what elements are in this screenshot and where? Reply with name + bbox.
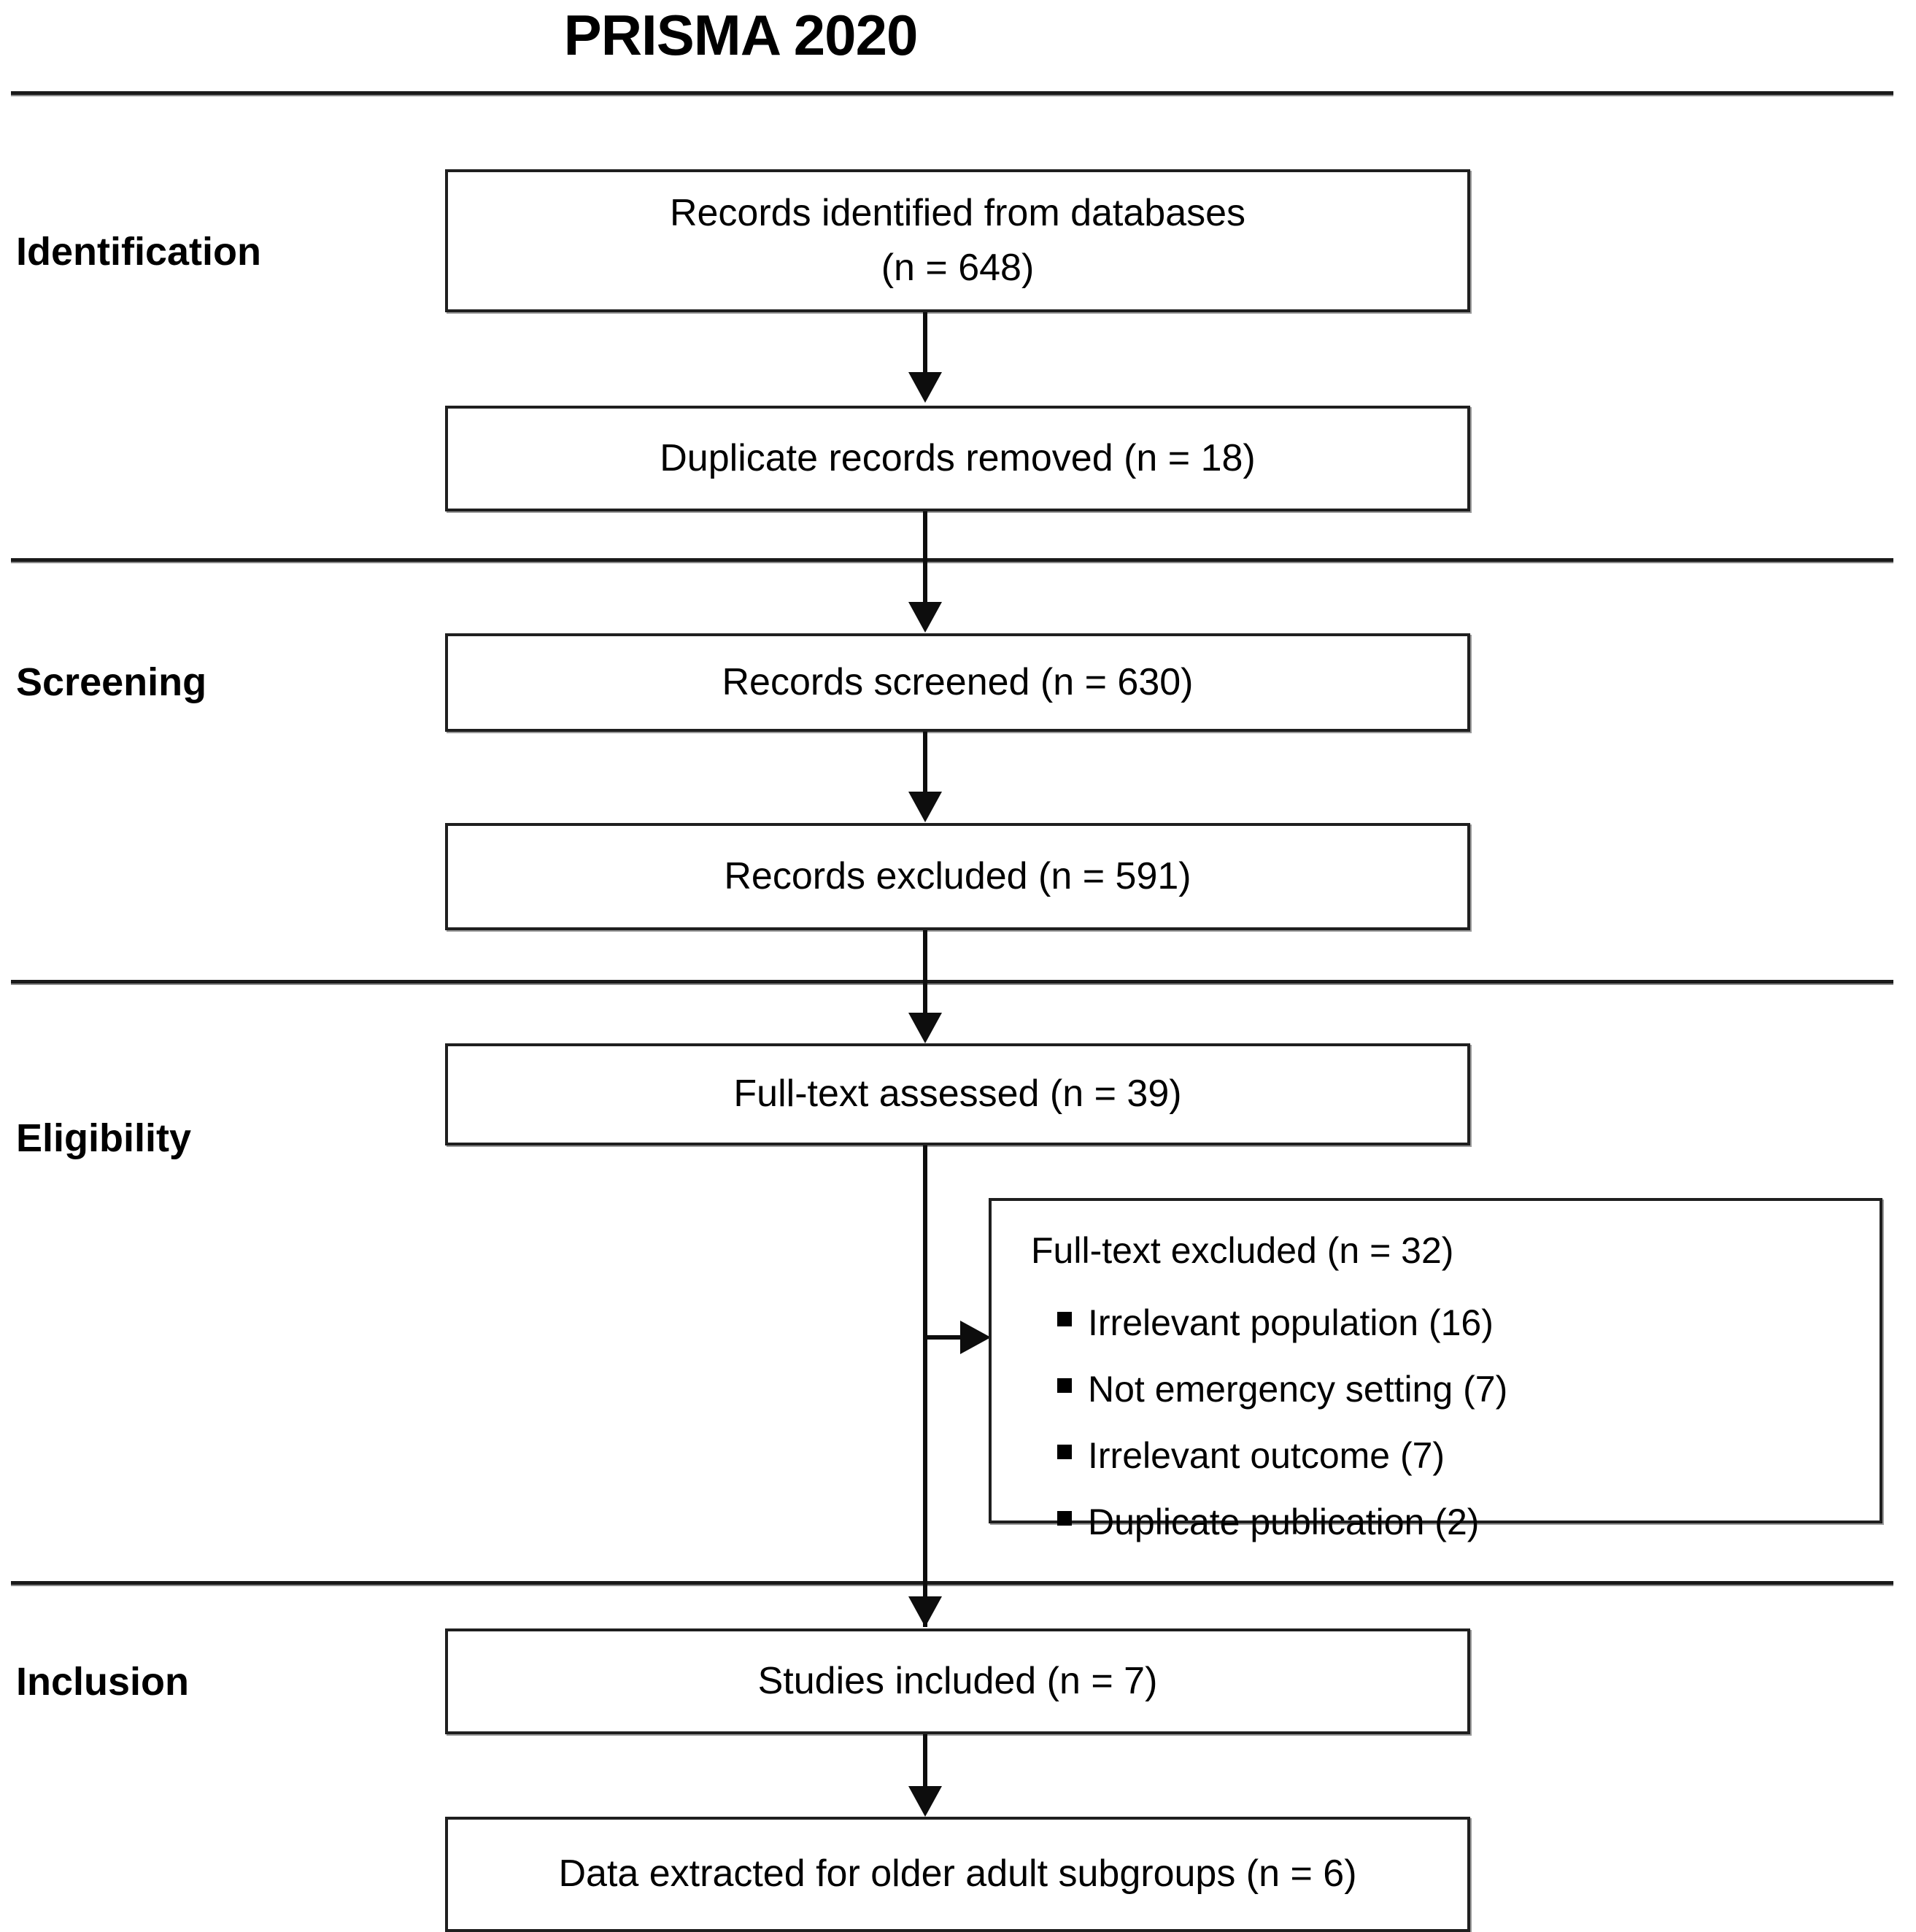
- box-records-screened-line1: Records screened (n = 630): [722, 660, 1194, 703]
- box-duplicates-removed-line1: Duplicate records removed (n = 18): [660, 436, 1256, 479]
- exclusion-reason-label: Irrelevant population (16): [1088, 1302, 1494, 1343]
- connector-line-identified-to-duplicates: [923, 312, 927, 374]
- divider-screening: [11, 980, 1893, 984]
- box-studies-included-line1: Studies included (n = 7): [757, 1659, 1158, 1702]
- arrow-identified-to-duplicates: [908, 372, 942, 403]
- box-studies-included: Studies included (n = 7): [445, 1628, 1470, 1734]
- bullet-square-icon: [1057, 1511, 1072, 1526]
- exclusion-reason-item: Duplicate publication (2): [1031, 1499, 1858, 1546]
- box-records-screened: Records screened (n = 630): [445, 633, 1470, 732]
- box-records-identified: Records identified from databases (n = 6…: [445, 169, 1470, 312]
- divider-eligibility: [11, 1581, 1893, 1585]
- box-fulltext-excluded: Full-text excluded (n = 32) Irrelevant p…: [989, 1198, 1882, 1542]
- arrow-excluded-to-fulltext: [908, 1013, 942, 1043]
- arrow-fulltext-to-exclusions: [960, 1321, 991, 1354]
- box-fulltext-excluded-title: Full-text excluded (n = 32): [1031, 1230, 1454, 1271]
- arrow-duplicates-to-screened: [908, 602, 942, 633]
- stage-label-identification: Identification: [16, 230, 261, 274]
- box-records-identified-line2: (n = 648): [881, 247, 1035, 289]
- exclusion-reason-item: Not emergency setting (7): [1031, 1366, 1858, 1413]
- stage-label-eligibility: Eligibility: [16, 1116, 192, 1160]
- arrow-fulltext-to-included: [908, 1596, 942, 1627]
- connector-line-duplicates-to-screened: [923, 511, 927, 606]
- exclusion-reason-label: Irrelevant outcome (7): [1088, 1435, 1445, 1476]
- bullet-square-icon: [1057, 1445, 1072, 1459]
- box-data-extracted: Data extracted for older adult subgroups…: [445, 1817, 1470, 1932]
- bullet-square-icon: [1057, 1312, 1072, 1326]
- exclusion-reason-label: Duplicate publication (2): [1088, 1502, 1480, 1542]
- box-fulltext-assessed: Full-text assessed (n = 39): [445, 1043, 1470, 1145]
- exclusion-reason-item: Irrelevant outcome (7): [1031, 1432, 1858, 1480]
- box-records-excluded-line1: Records excluded (n = 591): [724, 854, 1191, 897]
- divider-top: [11, 91, 1893, 95]
- box-records-identified-line1: Records identified from databases: [669, 191, 1246, 234]
- connector-line-fulltext-spine: [923, 1145, 927, 1627]
- box-fulltext-assessed-line1: Full-text assessed (n = 39): [733, 1073, 1182, 1116]
- exclusion-reason-label: Not emergency setting (7): [1088, 1369, 1508, 1410]
- divider-identification: [11, 558, 1893, 562]
- bullet-square-icon: [1057, 1378, 1072, 1393]
- box-records-excluded: Records excluded (n = 591): [445, 823, 1470, 930]
- box-duplicates-removed: Duplicate records removed (n = 18): [445, 406, 1470, 511]
- stage-label-inclusion: Inclusion: [16, 1660, 190, 1704]
- page-title: PRISMA 2020: [563, 3, 919, 67]
- arrow-included-to-extracted: [908, 1786, 942, 1817]
- arrow-screened-to-excluded: [908, 792, 942, 822]
- connector-line-included-to-extracted: [923, 1734, 927, 1789]
- connector-line-excluded-to-fulltext: [923, 930, 927, 1018]
- exclusion-reasons-list: Irrelevant population (16) Not emergency…: [1031, 1299, 1858, 1546]
- connector-line-fulltext-to-exclusions: [925, 1335, 963, 1340]
- connector-line-screened-to-excluded: [923, 732, 927, 794]
- exclusion-reason-item: Irrelevant population (16): [1031, 1299, 1858, 1347]
- box-data-extracted-line1: Data extracted for older adult subgroups…: [558, 1852, 1357, 1896]
- stage-label-screening: Screening: [16, 660, 207, 704]
